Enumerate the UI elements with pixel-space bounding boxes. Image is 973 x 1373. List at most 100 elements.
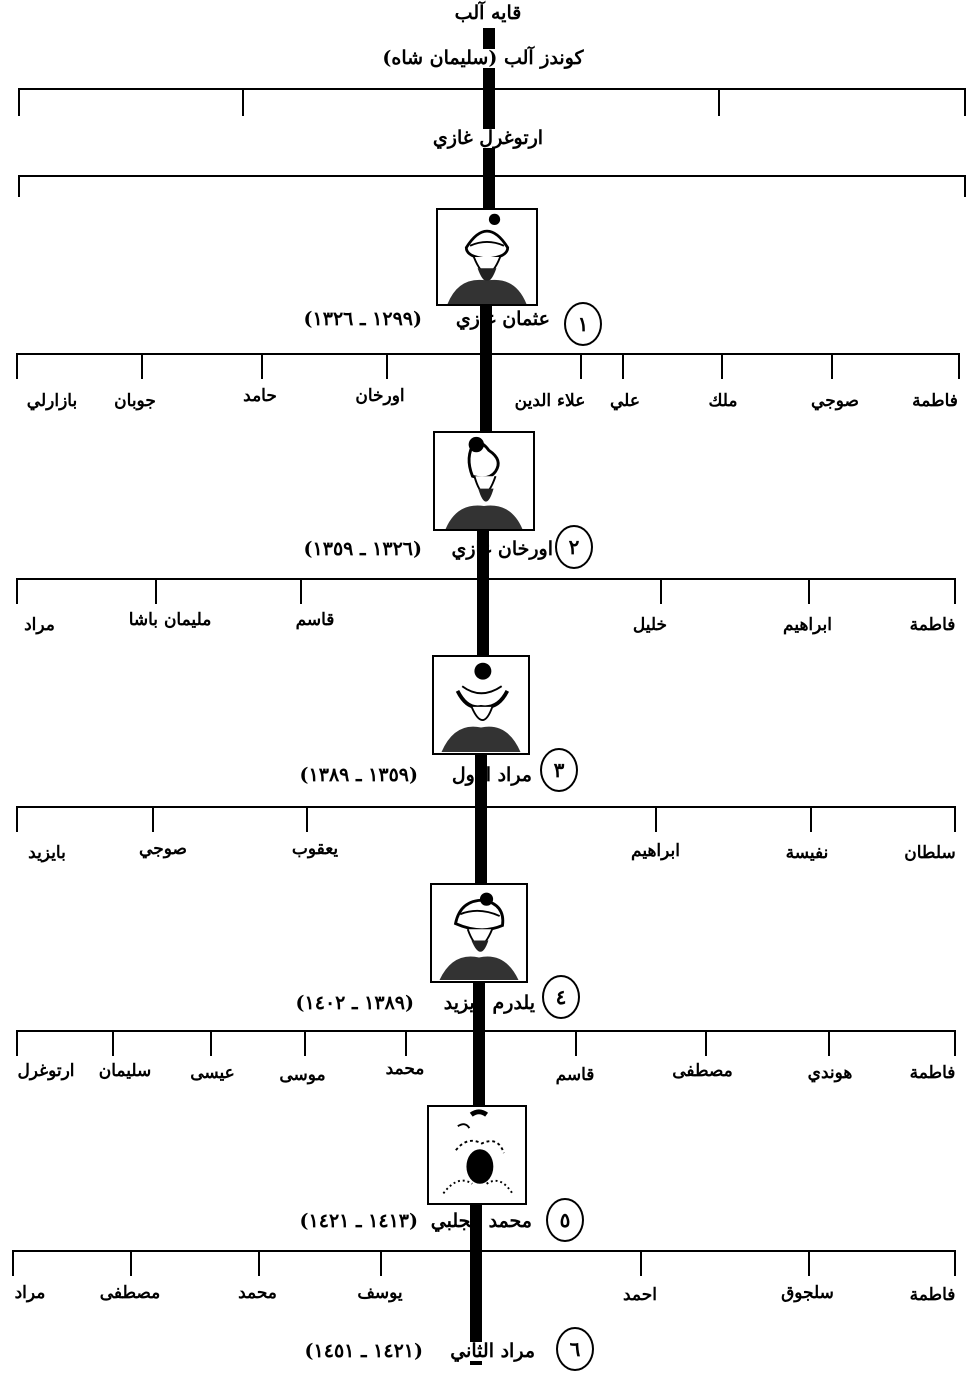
root-ancestor-label: قايه آلب xyxy=(433,4,543,23)
child-tick xyxy=(306,806,308,832)
child-name: فاطمة xyxy=(909,1285,956,1305)
child-name: ابراهيم xyxy=(631,841,680,861)
sultan-reign-2: (١٣٢٦ ـ ١٣٥٩) xyxy=(303,538,422,560)
child-name: فاطمة xyxy=(909,615,956,635)
sultan-portrait-1 xyxy=(436,208,538,306)
sultan-reign-5: (١٤١٣ ـ ١٤٢١) xyxy=(299,1210,418,1232)
child-name: علي xyxy=(610,391,640,411)
sibling-tick xyxy=(18,175,20,197)
sultan-number-badge-6: ٦ xyxy=(556,1327,594,1371)
sultan-name-6: مراد الثاني xyxy=(425,1342,535,1361)
child-tick xyxy=(810,806,812,832)
child-name: مصطفى xyxy=(99,1283,161,1303)
sultan-portrait-5 xyxy=(427,1105,527,1205)
children-line-bayezid xyxy=(16,1030,956,1032)
child-tick xyxy=(828,1030,830,1056)
child-name: حامد xyxy=(243,386,277,406)
lineage-trunk-5 xyxy=(473,980,485,1108)
sultan-name-4: يلدرم بايزيد xyxy=(443,992,535,1014)
sibling-line-gen1 xyxy=(18,88,966,90)
child-tick xyxy=(16,1030,18,1056)
child-name: نفيسة xyxy=(785,843,829,863)
child-name: يعقوب xyxy=(291,839,339,859)
child-name: يوسف xyxy=(357,1283,403,1303)
child-tick xyxy=(16,578,18,604)
child-name: ابراهيم xyxy=(783,615,832,635)
sibling-tick xyxy=(718,88,720,116)
portrait-image xyxy=(445,436,523,529)
child-tick xyxy=(655,806,657,832)
child-name: قاسم xyxy=(295,610,335,630)
sultan-reign-3: (١٣٥٩ ـ ١٣٨٩) xyxy=(299,764,418,786)
portrait-image xyxy=(439,892,519,980)
sultan-number-badge-2: ٢ xyxy=(555,525,593,569)
sultan-name-3: مراد الاول xyxy=(451,764,532,786)
child-name: بازارلي xyxy=(26,391,78,411)
child-name: مراد xyxy=(14,1283,46,1303)
child-tick xyxy=(16,353,18,379)
child-tick xyxy=(210,1030,212,1056)
sultan-reign-4: (١٣٨٩ ـ ١٤٠٢) xyxy=(295,992,414,1014)
sibling-line-gen2 xyxy=(18,175,966,177)
child-tick xyxy=(705,1030,707,1056)
gen2-ancestor-label: ارتوغرل غازي xyxy=(418,129,558,148)
child-tick xyxy=(152,806,154,832)
lineage-trunk-4 xyxy=(475,752,487,886)
portrait-image xyxy=(447,213,527,304)
child-name: بايزيد xyxy=(28,843,66,863)
child-tick xyxy=(16,806,18,832)
sultan-reign-1: (١٢٩٩ ـ ١٣٢٦) xyxy=(303,308,422,330)
sultan-name-2: اورخان غازي xyxy=(451,538,553,560)
child-tick xyxy=(258,1250,260,1276)
children-line-osman xyxy=(16,353,960,355)
child-name: هوندي xyxy=(807,1063,853,1083)
sultan-name-5: محمد الجلبي xyxy=(430,1210,532,1232)
sultan-portrait-3 xyxy=(432,655,530,755)
sibling-tick xyxy=(964,88,966,116)
child-tick xyxy=(580,353,582,379)
sibling-tick xyxy=(18,88,20,116)
child-tick xyxy=(575,1030,577,1056)
child-tick xyxy=(141,353,143,379)
children-line-murad1 xyxy=(16,806,956,808)
child-tick xyxy=(300,578,302,604)
child-tick xyxy=(954,1030,956,1056)
sultan-portrait-2 xyxy=(433,431,535,531)
children-line-orhan xyxy=(16,578,956,580)
child-name: ملك xyxy=(708,391,738,411)
child-tick xyxy=(660,578,662,604)
child-tick xyxy=(721,353,723,379)
child-tick xyxy=(405,1030,407,1056)
child-tick xyxy=(954,1250,956,1276)
child-tick xyxy=(958,353,960,379)
sultan-number-badge-5: ٥ xyxy=(546,1198,584,1242)
child-name: فاطمة xyxy=(909,1063,956,1083)
sibling-tick xyxy=(964,175,966,197)
child-name: علاء الدين xyxy=(514,391,586,411)
child-name: اورخان xyxy=(355,386,405,406)
child-tick xyxy=(640,1250,642,1276)
child-name: جوبان xyxy=(114,391,156,411)
child-name: عيسى xyxy=(190,1063,235,1083)
gen1-ancestor-label: كوندز آلب (سليمان شاه) xyxy=(368,49,598,68)
child-name: مصطفى xyxy=(672,1061,733,1081)
sultan-number-badge-3: ٣ xyxy=(540,748,578,792)
child-tick xyxy=(130,1250,132,1276)
lineage-trunk-2 xyxy=(480,305,492,435)
child-tick xyxy=(808,1250,810,1276)
child-tick xyxy=(386,353,388,379)
child-tick xyxy=(304,1030,306,1056)
child-name: موسى xyxy=(279,1065,326,1085)
child-name: ارتوغرل xyxy=(17,1061,75,1081)
child-name: خليل xyxy=(632,615,668,635)
sultan-number-badge-1: ١ xyxy=(564,302,602,346)
portrait-image xyxy=(442,1109,515,1196)
child-name: مليمان باشا xyxy=(128,610,212,630)
child-tick xyxy=(261,353,263,379)
child-name: قاسم xyxy=(555,1065,595,1085)
lineage-trunk-6 xyxy=(470,1205,482,1365)
sibling-tick xyxy=(242,88,244,116)
child-tick xyxy=(954,578,956,604)
lineage-trunk-1 xyxy=(483,28,495,211)
